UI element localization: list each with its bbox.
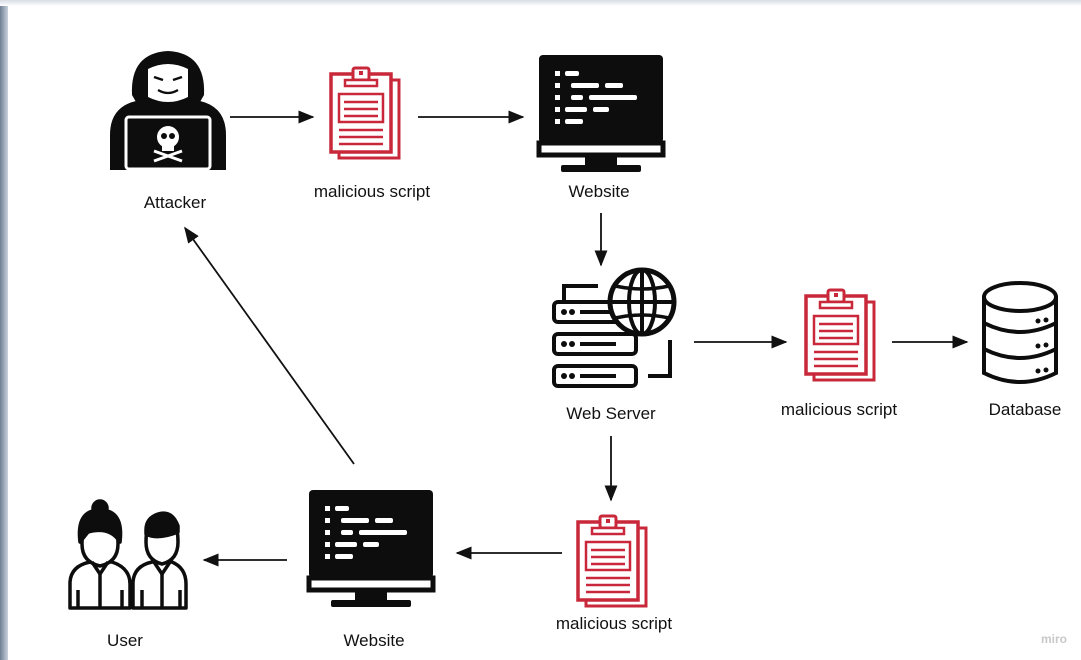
clipboard-script-icon-top <box>329 66 401 160</box>
attacker-label: Attacker <box>143 193 207 212</box>
window-edge-left <box>0 0 8 660</box>
script-label-top: malicious script <box>313 182 431 201</box>
database-label: Database <box>988 400 1062 419</box>
monitor-icon-top <box>539 55 663 172</box>
script-label-bottom: malicious script <box>555 614 673 633</box>
window-edge-top <box>0 0 1081 6</box>
miro-watermark: miro <box>1040 632 1067 646</box>
script-label-mid: malicious script <box>780 400 898 419</box>
user-label: User <box>107 631 143 650</box>
monitor-icon-bottom <box>309 490 433 607</box>
hacker-icon <box>110 51 226 171</box>
web-server-label: Web Server <box>566 404 656 423</box>
connectors <box>184 110 969 567</box>
clipboard-script-icon-mid <box>804 288 876 382</box>
website-label-bottom: Website <box>343 631 405 650</box>
server-globe-icon <box>552 267 677 388</box>
website-label-top: Website <box>568 182 630 201</box>
users-icon <box>68 499 188 610</box>
database-icon <box>982 281 1058 384</box>
arrow-website-to-attacker <box>184 226 355 465</box>
clipboard-script-icon-bottom <box>576 514 648 608</box>
